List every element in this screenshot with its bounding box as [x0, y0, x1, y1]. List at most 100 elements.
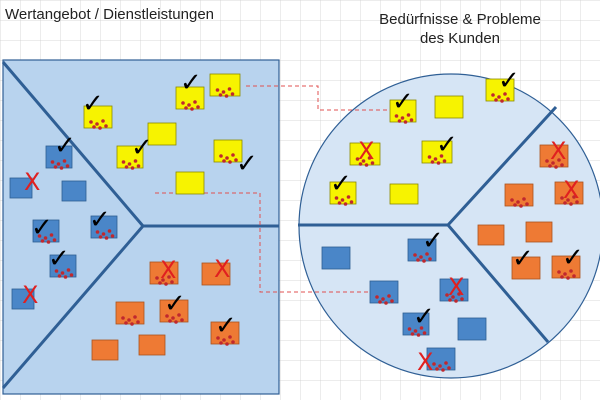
card-orange [504, 183, 534, 208]
card-yellow: ✓ [213, 139, 258, 179]
dots-icon [545, 158, 564, 169]
card-orange [525, 221, 553, 243]
checkmark-icon: ✓ [164, 289, 186, 319]
checkmark-icon: ✓ [562, 243, 584, 273]
orange-card [477, 224, 505, 246]
card-blue: X [11, 281, 38, 310]
card-orange [138, 334, 166, 356]
checkmark-icon: ✓ [89, 205, 111, 235]
card-blue: ✓ [89, 205, 118, 240]
card-orange [91, 339, 119, 361]
cross-icon: X [24, 168, 40, 196]
dots-icon [95, 229, 115, 240]
checkmark-icon: ✓ [48, 244, 70, 274]
customer-profile-circle [298, 73, 600, 379]
orange-card [91, 339, 119, 361]
card-yellow [434, 95, 464, 119]
dots-icon [121, 159, 141, 170]
card-yellow: ✓ [82, 89, 113, 130]
card-yellow: ✓ [175, 68, 205, 111]
customer-needs-title-line2: des Kunden [419, 30, 501, 47]
checkmark-icon: ✓ [82, 89, 104, 119]
card-blue [321, 246, 351, 270]
checkmark-icon: ✓ [31, 213, 53, 243]
dots-icon [165, 313, 184, 324]
orange-card [201, 262, 231, 286]
card-orange [477, 224, 505, 246]
dots-icon [155, 275, 174, 286]
checkmark-icon: ✓ [330, 169, 352, 199]
cross-icon: X [358, 137, 374, 165]
dots-icon [445, 292, 464, 303]
card-orange: ✓ [159, 289, 189, 324]
blue-card [61, 180, 87, 202]
card-orange: X [554, 176, 584, 206]
connector-lines [155, 85, 395, 293]
card-blue: X [417, 347, 456, 376]
dots-icon [334, 195, 354, 206]
value-proposition-title: Wertangebot / Dienstleistungen [5, 6, 215, 23]
yellow-card [389, 183, 419, 205]
cross-icon: X [448, 273, 464, 301]
divider-line [1, 225, 145, 389]
dots-icon [427, 154, 447, 165]
dots-icon [355, 156, 375, 167]
card-yellow: ✓ [389, 87, 417, 124]
card-yellow [175, 171, 205, 195]
checkmark-icon: ✓ [422, 226, 444, 256]
card-yellow [389, 183, 419, 205]
divider-line [446, 224, 550, 343]
orange-card [511, 256, 541, 280]
card-yellow [147, 122, 177, 146]
card-orange: ✓ [210, 311, 240, 346]
cross-icon: X [417, 348, 433, 376]
dots-icon [50, 159, 70, 170]
card-yellow: ✓ [116, 133, 153, 170]
cross-icon: X [160, 256, 176, 284]
yellow-card [147, 122, 177, 146]
card-blue: ✓ [407, 226, 444, 263]
dots-icon [181, 100, 200, 111]
cross-icon: X [22, 281, 38, 309]
dots-icon [510, 197, 529, 208]
dots-icon [557, 269, 576, 280]
dots-icon [394, 113, 414, 124]
card-yellow: ✓ [329, 169, 357, 206]
dots-icon [37, 233, 57, 244]
checkmark-icon: ✓ [236, 149, 258, 179]
dots-icon [121, 315, 140, 326]
card-blue: X [9, 168, 40, 199]
orange-card [525, 221, 553, 243]
blue-card [457, 317, 487, 341]
checkmark-icon: ✓ [180, 68, 202, 98]
connector-line [155, 192, 380, 293]
divider-line [446, 105, 558, 227]
checkmark-icon: ✓ [498, 66, 520, 96]
yellow-card [434, 95, 464, 119]
yellow-card [175, 171, 205, 195]
dots-icon [216, 335, 235, 346]
card-orange [115, 301, 145, 326]
cross-icon: X [550, 137, 566, 165]
card-blue [457, 317, 487, 341]
card-yellow: X [349, 137, 381, 167]
card-yellow: ✓ [485, 66, 520, 103]
blue-card [11, 288, 35, 310]
orange-card [138, 334, 166, 356]
blue-card [321, 246, 351, 270]
dots-icon [215, 87, 235, 98]
checkmark-icon: ✓ [392, 87, 414, 117]
card-orange: X [149, 256, 179, 286]
card-blue: ✓ [45, 131, 76, 170]
checkmark-icon: ✓ [436, 130, 458, 160]
dots-icon [54, 268, 74, 279]
card-orange: ✓ [551, 243, 584, 280]
customer-needs-title: Bedürfnisse & Probleme des Kunden [375, 10, 545, 48]
card-blue: X [439, 273, 469, 303]
cross-icon: X [214, 255, 230, 283]
divider-line [1, 61, 145, 227]
card-yellow: ✓ [421, 130, 458, 165]
checkmark-icon: ✓ [215, 311, 237, 341]
